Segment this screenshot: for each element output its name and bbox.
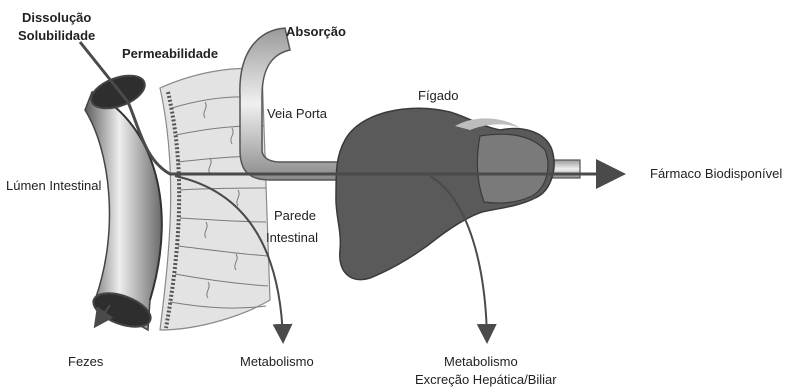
label-intestinal-wall-1: Parede xyxy=(274,208,316,223)
label-permeability: Permeabilidade xyxy=(122,46,218,61)
label-absorption: Absorção xyxy=(286,24,346,39)
label-liver: Fígado xyxy=(418,88,458,103)
label-dissolution: Dissolução xyxy=(22,10,91,25)
label-portal-vein: Veia Porta xyxy=(267,106,328,121)
label-bioavailable-drug: Fármaco Biodisponível xyxy=(650,166,782,181)
intestinal-tube xyxy=(85,69,162,333)
label-feces: Fezes xyxy=(68,354,104,369)
label-intestinal-wall-2: Intestinal xyxy=(266,230,318,245)
label-metabolism-gut: Metabolismo xyxy=(240,354,314,369)
label-metabolism-liver: Metabolismo xyxy=(444,354,518,369)
liver xyxy=(336,108,554,279)
label-hepatic-excretion: Excreção Hepática/Biliar xyxy=(415,372,557,387)
label-intestinal-lumen: Lúmen Intestinal xyxy=(6,178,102,193)
label-solubility: Solubilidade xyxy=(18,28,95,43)
